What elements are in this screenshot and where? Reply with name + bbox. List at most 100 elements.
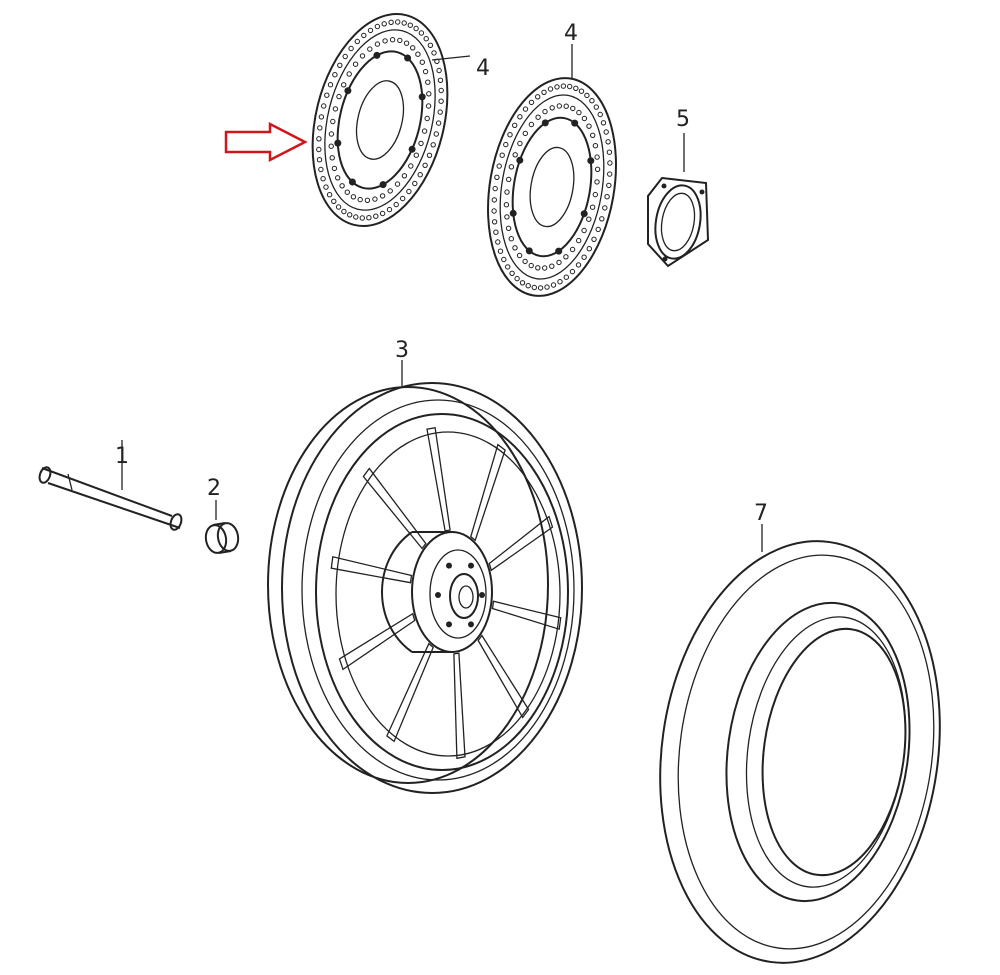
vent-hole [514,275,520,282]
vent-hole [332,72,338,78]
vent-hole [426,152,433,159]
spacer[interactable]: 2 [204,476,241,555]
vent-hole [359,215,365,221]
tire[interactable]: 7 [634,501,966,975]
vent-hole [535,265,541,271]
vent-hole [542,265,548,271]
vent-hole [359,53,366,59]
vent-hole [556,259,562,266]
vent-hole [352,61,359,67]
vent-hole [430,142,436,148]
rivet [555,247,563,255]
vent-hole [331,198,337,205]
vent-hole [412,180,418,187]
hub-bolt [446,621,452,628]
spoke [386,642,434,743]
vent-hole [549,105,555,111]
vent-hole [401,173,408,179]
vent-hole [395,19,401,25]
vent-hole [422,68,429,75]
vent-hole [599,216,605,222]
spoke [491,600,562,631]
vent-hole [563,103,569,109]
vent-hole [567,83,573,90]
wheel-rim[interactable]: 3 [267,338,583,794]
vent-hole [330,118,336,125]
vent-hole [417,172,423,178]
vent-hole [594,179,600,185]
vent-hole [318,166,324,173]
vent-hole [389,37,396,43]
vent-hole [491,197,497,203]
rivet [404,54,412,62]
brake-disc-left[interactable]: 4 [292,0,490,240]
vent-hole [339,183,345,189]
rivet [348,178,356,186]
vent-hole [600,120,607,126]
vent-hole [505,264,511,270]
vent-hole [316,136,322,142]
vent-hole [528,99,535,106]
vent-hole [569,246,576,253]
vent-hole [324,92,330,98]
vent-hole [607,171,613,177]
vent-hole [589,204,596,210]
vent-hole [317,125,323,131]
vent-hole [337,62,343,69]
vent-hole [335,175,341,181]
spoke [477,634,530,719]
vent-hole [331,165,338,172]
vent-hole [607,160,613,166]
vent-hole [328,131,335,137]
vent-hole [499,152,505,158]
axle[interactable]: 1 [38,440,184,531]
vent-hole [544,284,550,290]
vent-hole [326,192,333,198]
vent-hole [433,131,439,137]
vent-hole [386,206,393,213]
vent-hole [327,82,334,88]
rivet [418,93,426,101]
vent-hole [332,106,339,112]
vent-hole [492,185,498,192]
vent-hole [348,45,354,52]
speedometer-gear-seal[interactable]: 5 [647,107,710,268]
vent-hole [573,85,579,92]
vent-hole [575,262,582,268]
vent-hole [423,36,429,42]
vent-hole [400,195,406,202]
spoke [330,556,413,584]
vent-hole [589,98,595,104]
vent-hole [422,162,428,169]
vent-hole [586,246,592,252]
vent-hole [494,174,500,181]
vent-hole [316,146,322,153]
hub-bolt [468,621,474,628]
vent-hole [578,88,585,94]
vent-hole [581,115,588,122]
brake-disc-right[interactable]: 4 [472,21,632,306]
vent-hole [406,188,412,195]
vent-hole [556,103,562,109]
vent-hole [323,184,329,190]
vent-hole [379,210,386,217]
vent-hole [336,93,342,100]
vent-hole [554,84,560,90]
rivet [516,156,524,164]
vent-hole [435,120,442,126]
vent-hole [329,155,335,161]
rivet [379,181,387,189]
rivet [509,209,517,217]
vent-hole [366,215,372,221]
vent-hole [590,132,596,139]
vent-hole [410,45,416,51]
spoke [426,426,451,532]
vent-hole [419,59,425,65]
vent-hole [379,193,386,199]
vent-hole [535,114,541,120]
vent-hole [592,143,599,149]
vent-hole [517,140,523,147]
vent-hole [503,141,509,148]
vent-hole [563,274,569,280]
